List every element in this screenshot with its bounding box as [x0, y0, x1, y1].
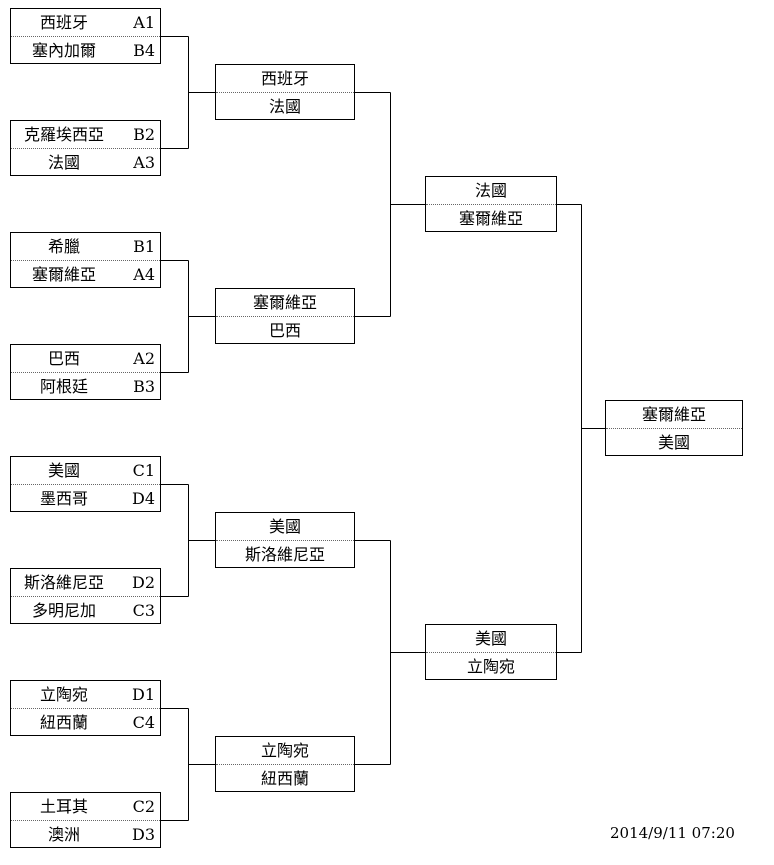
qf-match-1: 西班牙 法國	[215, 64, 355, 120]
team-name: 多明尼加	[31, 601, 96, 620]
team-name: 美國	[474, 629, 507, 648]
seed-label: A2	[133, 349, 155, 368]
seed-label: A3	[133, 153, 155, 172]
team-name: 塞爾維亞	[458, 209, 523, 228]
team-name: 阿根廷	[39, 377, 88, 396]
r16-match-6: 斯洛維尼亞 D2 多明尼加 C3	[10, 568, 161, 624]
r16-match-5: 美國 C1 墨西哥 D4	[10, 456, 161, 512]
seed-label: C4	[132, 713, 155, 732]
final-match: 塞爾維亞 美國	[605, 400, 743, 456]
team-name: 法國	[474, 181, 507, 200]
team-name: 塞內加爾	[31, 41, 96, 60]
timestamp: 2014/9/11 07:20	[610, 824, 735, 842]
sf-match-1: 法國 塞爾維亞	[425, 176, 557, 232]
r16-match-8: 土耳其 C2 澳洲 D3	[10, 792, 161, 848]
team-name: 立陶宛	[466, 657, 515, 676]
team-name: 西班牙	[39, 13, 88, 32]
r16-match-4: 巴西 A2 阿根廷 B3	[10, 344, 161, 400]
seed-label: A1	[133, 13, 155, 32]
r16-match-1: 西班牙 A1 塞內加爾 B4	[10, 8, 161, 64]
team-name: 美國	[47, 461, 80, 480]
team-name: 斯洛維尼亞	[23, 573, 104, 592]
team-name: 紐西蘭	[39, 713, 88, 732]
seed-label: D4	[131, 489, 155, 508]
team-name: 澳洲	[47, 825, 80, 844]
seed-label: D3	[131, 825, 155, 844]
team-name: 美國	[657, 433, 690, 452]
seed-label: B4	[133, 41, 155, 60]
seed-label: B3	[133, 377, 155, 396]
team-name: 希臘	[47, 237, 80, 256]
team-name: 塞爾維亞	[641, 405, 706, 424]
team-name: 斯洛維尼亞	[244, 545, 325, 564]
team-name: 美國	[268, 517, 301, 536]
r16-match-2: 克羅埃西亞 B2 法國 A3	[10, 120, 161, 176]
r16-match-7: 立陶宛 D1 紐西蘭 C4	[10, 680, 161, 736]
seed-label: B1	[133, 237, 155, 256]
qf-match-4: 立陶宛 紐西蘭	[215, 736, 355, 792]
team-name: 紐西蘭	[260, 769, 309, 788]
team-name: 法國	[268, 97, 301, 116]
team-name: 塞爾維亞	[252, 293, 317, 312]
sf-match-2: 美國 立陶宛	[425, 624, 557, 680]
seed-label: C2	[132, 797, 155, 816]
seed-label: D1	[131, 685, 155, 704]
team-name: 克羅埃西亞	[23, 125, 104, 144]
team-name: 法國	[47, 153, 80, 172]
team-name: 立陶宛	[260, 741, 309, 760]
seed-label: D2	[131, 573, 155, 592]
qf-match-2: 塞爾維亞 巴西	[215, 288, 355, 344]
seed-label: C1	[132, 461, 155, 480]
team-name: 塞爾維亞	[31, 265, 96, 284]
team-name: 西班牙	[260, 69, 309, 88]
team-name: 巴西	[268, 321, 301, 340]
seed-label: C3	[132, 601, 155, 620]
seed-label: A4	[133, 265, 155, 284]
r16-match-3: 希臘 B1 塞爾維亞 A4	[10, 232, 161, 288]
team-name: 立陶宛	[39, 685, 88, 704]
qf-match-3: 美國 斯洛維尼亞	[215, 512, 355, 568]
team-name: 土耳其	[39, 797, 88, 816]
seed-label: B2	[133, 125, 155, 144]
team-name: 墨西哥	[39, 489, 88, 508]
team-name: 巴西	[47, 349, 80, 368]
